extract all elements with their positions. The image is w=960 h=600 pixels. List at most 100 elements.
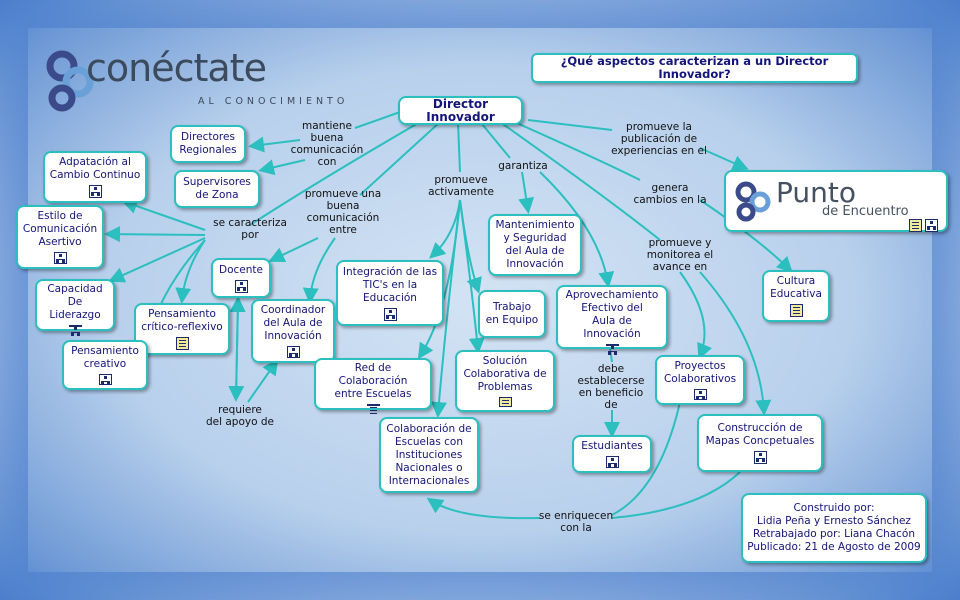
link-root-publicacion	[527, 119, 613, 131]
link-root-monitorea	[499, 121, 661, 241]
node-docente[interactable]: Docente	[211, 258, 271, 298]
node-label: Estudiantes	[581, 440, 643, 452]
map-icon[interactable]	[234, 279, 248, 293]
node-aprovechamiento[interactable]: Aprovechamiento Efectivo del Aula de Inn…	[556, 285, 668, 355]
doc-icon[interactable]	[789, 304, 803, 317]
node-supervisores[interactable]: Supervisores de Zona	[174, 170, 260, 208]
node-label: Red de Colaboración entre Escuelas	[334, 362, 412, 400]
link-caracteriza-capacidad	[108, 237, 206, 283]
node-label: Colaboración de Escuelas con Institucion…	[386, 422, 472, 487]
node-mantenimiento[interactable]: Mantenimiento y Seguridad del Aula de In…	[488, 214, 582, 276]
node-label: Aprovechamiento Efectivo del Aula de Inn…	[565, 288, 659, 340]
map-icon[interactable]	[286, 346, 300, 358]
node-label: Supervisores de Zona	[183, 176, 251, 201]
link-monitorea-construccion	[699, 271, 772, 416]
link-aprovechamiento-debe	[609, 347, 613, 363]
node-label: Estilo de Comunicación Asertivo	[22, 210, 98, 248]
node-label: Integración de las TIC's en la Educación	[342, 265, 438, 304]
link-activamente-colaboracion	[431, 199, 461, 418]
punto-subtitle: de Encuentro	[822, 204, 909, 219]
node-estudiantes[interactable]: Estudiantes	[572, 435, 652, 473]
punto-icons	[909, 216, 938, 232]
node-coordinador[interactable]: Coordinador del Aula de Innovación	[251, 299, 335, 363]
node-label: Docente	[219, 263, 263, 276]
map-icon[interactable]	[605, 456, 619, 468]
map-icon[interactable]	[98, 374, 112, 385]
doc-icon[interactable]	[175, 337, 189, 350]
root-node[interactable]: Director Innovador	[398, 96, 523, 125]
credits-line2: Lidia Peña y Ernesto Sánchez	[757, 515, 911, 527]
link-proyectos-enriquecen	[611, 401, 681, 516]
map-icon[interactable]	[88, 185, 102, 198]
phrase-garantiza: garantiza	[498, 160, 548, 172]
phrase-requiere: requiere del apoyo de	[205, 404, 275, 428]
node-label: Pensamiento creativo	[71, 345, 139, 370]
phrase-mantiene: mantiene buena comunicación con	[290, 120, 364, 168]
map-icon[interactable]	[383, 307, 397, 321]
link-mantiene-supervisores	[258, 159, 306, 176]
node-capacidad[interactable]: Capacidad De Liderazgo	[35, 279, 115, 336]
doc-icon[interactable]	[498, 397, 512, 407]
node-proyectos[interactable]: Proyectos Colaborativos	[655, 355, 745, 405]
punto-encuentro-node[interactable]	[724, 170, 948, 232]
phrase-genera: genera cambios en la	[633, 182, 707, 206]
credits-line3: Retrabajado por: Liana Chacón	[752, 528, 916, 540]
link-root-mantiene	[354, 111, 401, 129]
link-promueve-docente	[268, 237, 319, 263]
credits-box: Construido por: Lidia Peña y Ernesto Sán…	[741, 493, 927, 563]
node-colaboracion[interactable]: Colaboración de Escuelas con Institucion…	[379, 417, 479, 493]
map-icon[interactable]	[68, 325, 82, 336]
link-mantiene-directores	[248, 136, 301, 153]
phrase-promueve-buena: promueve una buena comunicación entre	[304, 188, 382, 236]
link-root-promueve-buena	[359, 121, 441, 196]
link-enriquecen-colaboracion	[426, 497, 541, 520]
conectate-logo-icon	[46, 50, 94, 112]
link-genera-cultura	[699, 199, 793, 273]
node-label: Construcción de Mapas Concpetuales	[705, 422, 815, 447]
node-construccion[interactable]: Construcción de Mapas Concpetuales	[697, 414, 823, 472]
node-trabajo[interactable]: Trabajo en Equipo	[478, 290, 546, 338]
map-icon[interactable]	[53, 252, 67, 264]
root-label: Director Innovador	[426, 96, 495, 124]
phrase-monitorea: promueve y monitorea el avance en	[646, 237, 714, 273]
node-adaptacion[interactable]: Adpatación al Cambio Continuo	[43, 151, 147, 203]
node-solucion[interactable]: Solución Colaborativa de Problemas	[455, 350, 555, 412]
link-caracteriza-critico	[175, 239, 206, 304]
punto-logo-icon	[735, 181, 771, 222]
map-icon[interactable]	[605, 343, 619, 355]
node-estilo[interactable]: Estilo de Comunicación Asertivo	[16, 205, 104, 269]
node-red[interactable]: Red de Colaboración entre Escuelas	[314, 358, 432, 414]
link-root-activamente	[457, 121, 461, 173]
node-pensamiento-creativo[interactable]: Pensamiento creativo	[62, 340, 148, 390]
phrase-debe: debe establecerse en beneficio de	[577, 363, 645, 411]
node-label: Solución Colaborativa de Problemas	[463, 355, 547, 393]
map-icon[interactable]	[753, 451, 767, 464]
node-cultura[interactable]: Cultura Educativa	[762, 270, 830, 322]
phrase-caracteriza: se caracteriza por	[213, 217, 287, 241]
node-label: Directores Regionales	[179, 131, 237, 156]
link-construccion-enriquecen	[611, 471, 741, 519]
link-coordinador-requiere	[247, 358, 279, 403]
node-label: Capacidad De Liderazgo	[47, 283, 103, 321]
node-label: Cultura Educativa	[770, 275, 822, 300]
credits-line1: Construido por:	[793, 502, 875, 514]
node-directores-regionales[interactable]: Directores Regionales	[170, 125, 246, 163]
logo-title: conéctate	[86, 46, 267, 90]
doc-icon[interactable]	[366, 404, 380, 414]
link-root-genera	[509, 119, 641, 181]
phrase-promueve-activamente: promueve activamente	[428, 174, 494, 198]
doc-icon[interactable]	[909, 219, 922, 232]
node-label: Adpatación al Cambio Continuo	[49, 156, 141, 181]
node-label: Trabajo en Equipo	[485, 301, 539, 326]
phrase-enriquecen: se enriquecen con la	[538, 510, 614, 534]
map-icon[interactable]	[693, 389, 707, 400]
link-root-caracteriza	[249, 121, 421, 226]
punto-title: Punto	[776, 176, 856, 209]
map-icon[interactable]	[925, 219, 938, 232]
node-integracion[interactable]: Integración de las TIC's en la Educación	[336, 260, 444, 326]
node-pensamiento-critico[interactable]: Pensamiento crítico-reflexivo	[134, 303, 230, 355]
link-garantiza-aprovechamiento	[539, 171, 615, 288]
phrase-promueve-publicacion: promueve la publicación de experiencias …	[611, 121, 707, 157]
node-label: Coordinador del Aula de Innovación	[260, 304, 326, 342]
